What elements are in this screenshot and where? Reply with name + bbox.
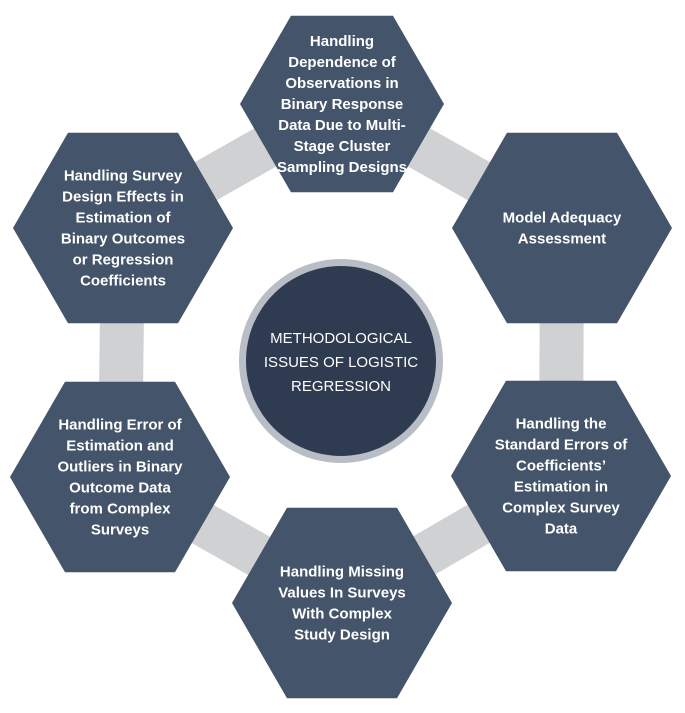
node-multistage-cluster-dependence-line-7: Sampling Designs xyxy=(277,159,407,176)
node-error-outliers: Handling Error of Estimation andOutliers … xyxy=(10,381,230,573)
node-missing-values-line-4: Study Design xyxy=(294,627,390,644)
node-design-effects-line-4: Binary Outcomes xyxy=(61,231,185,248)
node-error-outliers-line-4: Outcome Data xyxy=(69,480,171,497)
node-multistage-cluster-dependence-line-4: Binary Response xyxy=(281,96,404,113)
node-multistage-cluster-dependence-hexagon xyxy=(240,15,444,193)
node-multistage-cluster-dependence-line-3: Observations in xyxy=(285,75,398,92)
node-error-outliers-hexagon xyxy=(10,381,230,573)
node-standard-errors-line-3: Coefficients’ xyxy=(516,458,606,475)
node-missing-values-line-1: Handling Missing xyxy=(280,564,404,581)
center-circle: METHODOLOGICAL ISSUES OF LOGISTIC REGRES… xyxy=(239,259,443,463)
node-multistage-cluster-dependence-line-2: Dependence of xyxy=(288,54,397,71)
node-error-outliers-line-6: Surveys xyxy=(91,522,149,539)
node-multistage-cluster-dependence-line-6: Stage Cluster xyxy=(294,138,391,155)
node-standard-errors-hexagon xyxy=(451,380,671,572)
node-model-adequacy-line-1: Model Adequacy xyxy=(503,210,622,227)
center-title-line-2: ISSUES OF LOGISTIC xyxy=(264,354,418,371)
node-model-adequacy-line-2: Assessment xyxy=(518,231,606,248)
node-design-effects-line-5: or Regression xyxy=(73,252,174,269)
node-design-effects-hexagon xyxy=(13,132,233,324)
node-error-outliers-line-5: from Complex xyxy=(70,501,172,518)
node-multistage-cluster-dependence-line-5: Data Due to Multi- xyxy=(278,117,406,134)
node-missing-values-line-3: With Complex xyxy=(292,606,393,623)
center-title-line-3: REGRESSION xyxy=(291,378,391,395)
node-design-effects-line-6: Coefficients xyxy=(80,273,166,290)
node-missing-values-hexagon xyxy=(232,507,452,699)
node-standard-errors-line-5: Complex Survey xyxy=(502,500,620,517)
node-error-outliers-line-1: Handling Error of xyxy=(58,417,182,434)
node-standard-errors-line-6: Data xyxy=(545,521,578,538)
node-standard-errors-line-4: Estimation in xyxy=(514,479,608,496)
center-title-line-1: METHODOLOGICAL xyxy=(270,330,412,347)
node-standard-errors-line-1: Handling the xyxy=(516,416,607,433)
node-multistage-cluster-dependence-line-1: Handling xyxy=(310,33,374,50)
node-standard-errors-line-2: Standard Errors of xyxy=(495,437,629,454)
node-error-outliers-line-3: Outliers in Binary xyxy=(57,459,183,476)
node-model-adequacy-hexagon xyxy=(452,132,672,324)
node-design-effects-line-2: Design Effects in xyxy=(62,189,184,206)
node-error-outliers-line-2: Estimation and xyxy=(66,438,174,455)
node-missing-values-line-2: Values In Surveys xyxy=(278,585,406,602)
node-design-effects-line-3: Estimation of xyxy=(75,210,171,227)
node-design-effects-line-1: Handling Survey xyxy=(64,168,183,185)
center-circle-disc xyxy=(246,266,436,456)
